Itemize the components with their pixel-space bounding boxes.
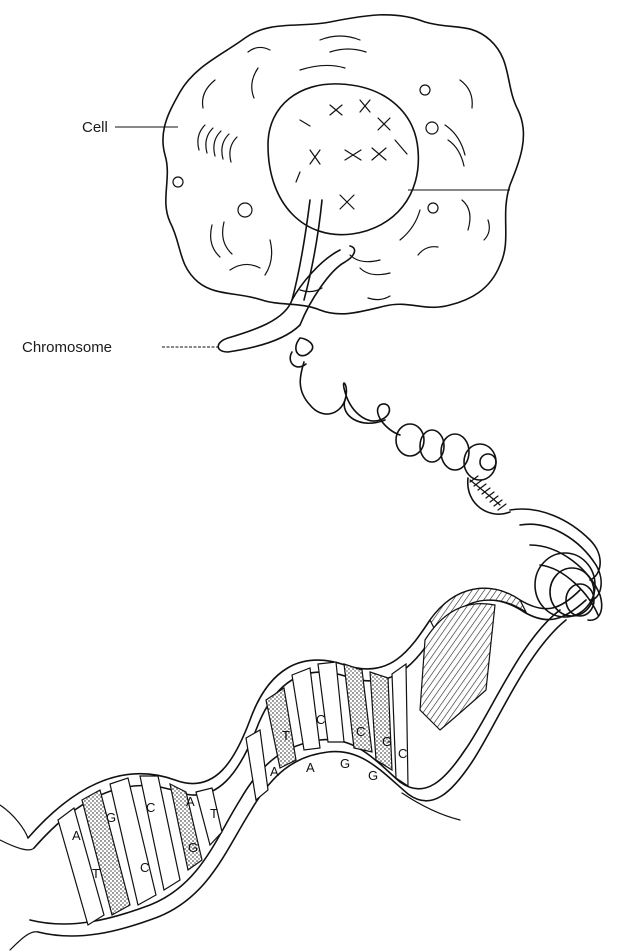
base-letter: A: [306, 760, 315, 775]
base-pair: [196, 788, 222, 845]
organelles: [173, 36, 489, 300]
base-pair: [292, 668, 320, 750]
base-letter: G: [340, 756, 350, 771]
base-letter: G: [106, 810, 116, 825]
base-letter: A: [186, 794, 195, 809]
base-letter: A: [72, 828, 81, 843]
base-letter: C: [146, 800, 155, 815]
base-letter: C: [356, 724, 365, 739]
chromosome-label-group: Chromosome: [22, 339, 220, 356]
base-pair: [246, 730, 268, 800]
base-pair: [266, 688, 296, 768]
base-letter: G: [382, 734, 392, 749]
base-letter: C: [398, 746, 407, 761]
coil-rungs: [470, 476, 506, 510]
cell-membrane: [163, 15, 524, 314]
dna-double-helix: A G C A T C C G C T C G T A A G G: [0, 588, 586, 950]
base-letter: A: [270, 764, 279, 779]
base-letter: C: [316, 712, 325, 727]
base-letter: T: [210, 806, 218, 821]
cell-label: Cell: [82, 119, 108, 136]
base-pairs: [58, 662, 408, 925]
chromosome: [218, 200, 354, 352]
chromosome-label: Chromosome: [22, 339, 112, 356]
nucleus: [268, 84, 418, 235]
supercoil: [510, 509, 602, 620]
chromatin-coil: [290, 338, 510, 514]
base-letter: G: [188, 840, 198, 855]
base-pair: [392, 664, 408, 786]
base-letter: G: [368, 768, 378, 783]
base-letter: T: [92, 866, 100, 881]
cell: [163, 15, 524, 314]
base-pair: [370, 672, 392, 770]
base-letter: C: [140, 860, 149, 875]
nuclear-chromosomes: [296, 100, 407, 209]
base-letter: T: [282, 728, 290, 743]
